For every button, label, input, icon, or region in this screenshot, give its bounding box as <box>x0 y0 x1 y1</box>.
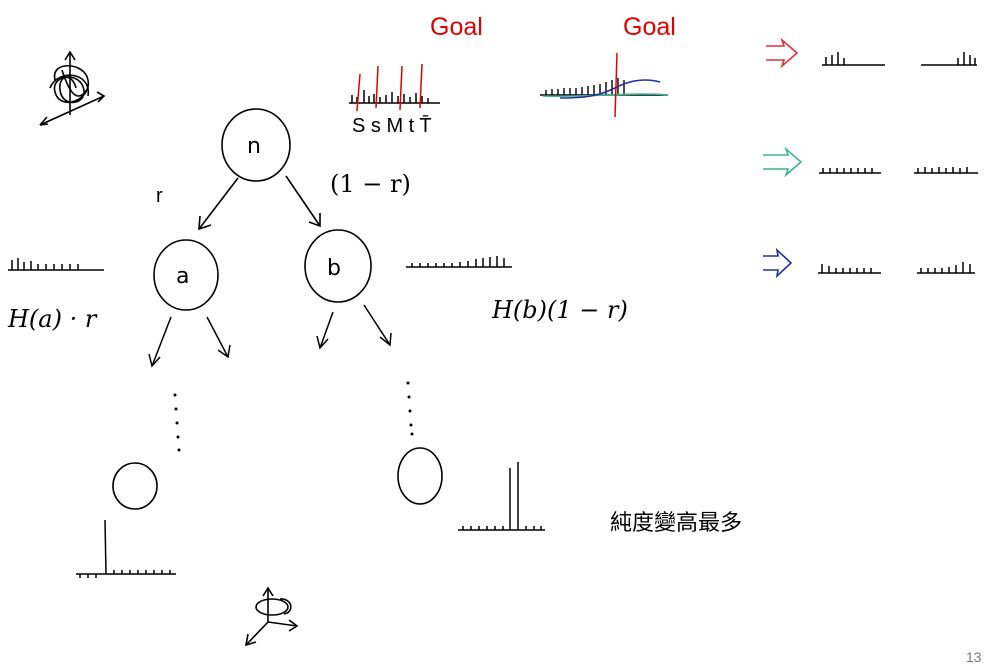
tangled-axes-icon <box>39 50 106 126</box>
right-leaf-node <box>397 447 443 505</box>
left-child-histogram <box>8 258 104 271</box>
right-child-branches <box>316 304 392 350</box>
goal-split-lines-red <box>356 63 423 112</box>
goal-label-2: Goal <box>623 13 676 41</box>
right-child-label: b <box>327 256 341 281</box>
left-edge-arrow <box>198 177 239 231</box>
goal-histogram-1 <box>349 90 440 104</box>
blue-arrow-icon <box>763 247 793 279</box>
page-number: 13 <box>966 649 982 665</box>
right-child-node: b <box>304 229 372 303</box>
left-child-node: a <box>153 239 219 311</box>
axes-3d-icon <box>244 586 299 647</box>
right-edge-label: (1 − r) <box>330 170 411 198</box>
purity-note: 純度變高最多 <box>610 511 742 536</box>
green-arrow-icon <box>763 146 803 178</box>
left-leaf-node <box>112 462 158 510</box>
left-child-label: a <box>176 264 189 289</box>
goal-label-1: Goal <box>430 13 483 41</box>
right-leaf-histogram <box>458 462 545 531</box>
left-ellipsis-dots <box>173 393 181 452</box>
blue-arrow-histograms <box>818 262 975 274</box>
right-child-histogram <box>406 256 512 268</box>
left-edge-label: r <box>156 185 163 207</box>
left-leaf-histogram <box>76 519 176 578</box>
goal-histogram-2 <box>540 52 669 118</box>
left-child-branches <box>148 316 231 368</box>
green-arrow-histograms <box>819 167 978 174</box>
red-arrow-histograms <box>822 52 977 66</box>
right-entropy-label: H(b)(1 − r) <box>491 296 628 324</box>
root-node-label: n <box>247 134 261 159</box>
red-arrow-icon <box>766 37 799 69</box>
root-node: n <box>221 108 291 182</box>
right-edge-arrow <box>285 175 321 228</box>
feature-letters: S s M t T̄ <box>352 114 432 137</box>
left-entropy-label: H(a) · r <box>7 305 98 333</box>
right-ellipsis-dots <box>406 381 414 436</box>
